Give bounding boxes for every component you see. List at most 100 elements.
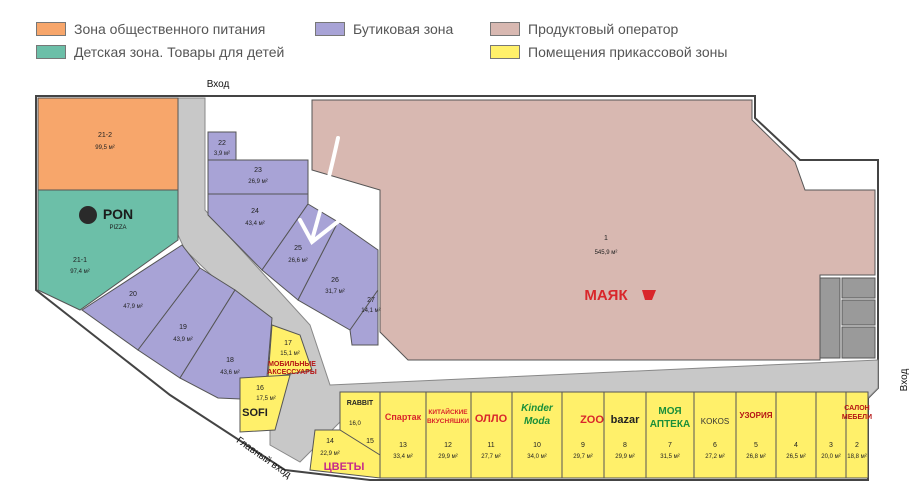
unit-area: 29,7 м² [573, 454, 592, 460]
unit-area: 97,4 м² [70, 269, 89, 275]
unit-18[interactable] [179, 289, 273, 401]
entrance-right: Вход [899, 369, 910, 392]
unit-no: 14 [326, 438, 334, 445]
legend-label: Бутиковая зона [353, 21, 454, 37]
unit-no: 21-2 [98, 132, 112, 139]
unit-area: 27,2 м² [705, 454, 724, 460]
brand-salon-sub: МЕБЕЛИ [842, 414, 872, 421]
unit-area: 43,9 м² [173, 337, 192, 343]
cart-icon [642, 290, 656, 300]
legend-label: Продуктовый оператор [528, 21, 679, 37]
unit-area: 34,0 м² [527, 454, 546, 460]
legend-swatch [36, 45, 66, 59]
unit-area: 15,1 м² [280, 351, 299, 357]
brand-mayak: МАЯК [584, 287, 628, 304]
brand-apteka-sub: АПТЕКА [650, 419, 690, 430]
unit-5[interactable] [735, 391, 777, 479]
unit-22[interactable] [207, 131, 237, 161]
unit-area: 47,9 м² [123, 304, 142, 310]
unit-8[interactable] [603, 391, 647, 479]
unit-no: 11 [487, 442, 494, 449]
unit-4[interactable] [775, 391, 817, 479]
legend-item-checkout: Помещения прикассовой зоны [490, 44, 727, 60]
unit-area: 27,7 м² [481, 454, 500, 460]
unit-21-1[interactable] [37, 189, 179, 311]
brand-rabbit: RABBIT [347, 400, 374, 407]
unit-11[interactable] [470, 391, 513, 479]
unit-area: 29,9 м² [615, 454, 634, 460]
legend-swatch [36, 22, 66, 36]
unit-area: 31,7 м² [325, 289, 344, 295]
brand-uzoriya: УЗОРИЯ [740, 411, 773, 420]
unit-27[interactable] [349, 288, 379, 346]
legend-item-boutique: Бутиковая зона [315, 21, 453, 37]
legend-swatch [490, 22, 520, 36]
unit-13[interactable] [379, 391, 427, 479]
brand-zoo: ZOO [580, 414, 604, 426]
brand-flowers: ЦВЕТЫ [324, 461, 365, 473]
unit-no: 5 [754, 442, 758, 449]
unit-no: 17 [284, 340, 292, 347]
unit-16[interactable] [239, 374, 291, 433]
unit-area: 26,8 м² [746, 454, 765, 460]
unit-10[interactable] [511, 391, 563, 479]
service-room [819, 277, 841, 359]
brand-ollo: ОЛЛО [475, 413, 508, 425]
brand-apteka: МОЯ [658, 406, 681, 417]
unit-6[interactable] [693, 391, 737, 479]
unit-no: 13 [399, 442, 407, 449]
unit-no: 8 [623, 442, 627, 449]
unit-no: 4 [794, 442, 798, 449]
unit-7[interactable] [645, 391, 695, 479]
unit-area: 17,5 м² [256, 396, 275, 402]
unit-area: 14,1 м² [361, 308, 380, 314]
unit-area: 22,9 м² [320, 451, 339, 457]
unit-area: 99,5 м² [95, 145, 114, 151]
unit-no: 27 [367, 297, 375, 304]
legend-label: Зона общественного питания [74, 21, 266, 37]
unit-no: 15 [366, 438, 374, 445]
unit-1[interactable] [311, 99, 876, 361]
unit-3[interactable] [815, 391, 847, 479]
unit-no: 23 [254, 167, 262, 174]
unit-no: 18 [226, 357, 234, 364]
legend-item-food: Зона общественного питания [36, 21, 265, 37]
unit-no: 7 [668, 442, 672, 449]
unit-17[interactable] [267, 324, 313, 379]
unit-23[interactable] [207, 159, 309, 195]
unit-area: 43,4 м² [245, 221, 264, 227]
unit-no: 19 [179, 324, 187, 331]
unit-2[interactable] [845, 391, 869, 479]
unit-12[interactable] [425, 391, 472, 479]
unit-no: 10 [533, 442, 541, 449]
unit-area: 43,6 м² [220, 370, 239, 376]
legend-swatch [315, 22, 345, 36]
unit-9[interactable] [561, 391, 605, 479]
service-room [841, 326, 876, 359]
brand-pon: PON [103, 206, 133, 222]
brand-mobile: МОБИЛЬНЫЕ [268, 361, 316, 368]
unit-no: 22 [218, 140, 226, 147]
brand-mobile-sub: АКСЕССУАРЫ [267, 369, 317, 376]
unit-no: 24 [251, 208, 259, 215]
unit-no: 16 [256, 385, 264, 392]
unit-21-2[interactable] [37, 97, 179, 191]
unit-area: 26,5 м² [786, 454, 805, 460]
service-room [841, 299, 876, 326]
pointer-arrow-icon [298, 136, 342, 246]
legend-label: Детская зона. Товары для детей [74, 44, 285, 60]
brand-pon-sub: PIZZA [109, 225, 126, 231]
brand-spartak: Спартак [385, 412, 422, 422]
brand-chinese: КИТАЙСКИЕ [428, 407, 468, 416]
unit-area: 16,0 [349, 421, 361, 427]
brand-sofi: SOFI [242, 407, 268, 419]
unit-area: 545,9 м² [595, 250, 618, 256]
unit-no: 6 [713, 442, 717, 449]
legend-swatch [490, 45, 520, 59]
unit-no: 2 [855, 442, 859, 449]
pon-logo-icon [79, 206, 97, 224]
unit-no: 12 [444, 442, 452, 449]
unit-no: 26 [331, 277, 339, 284]
entrance-top: Вход [207, 79, 230, 90]
unit-area: 33,4 м² [393, 454, 412, 460]
